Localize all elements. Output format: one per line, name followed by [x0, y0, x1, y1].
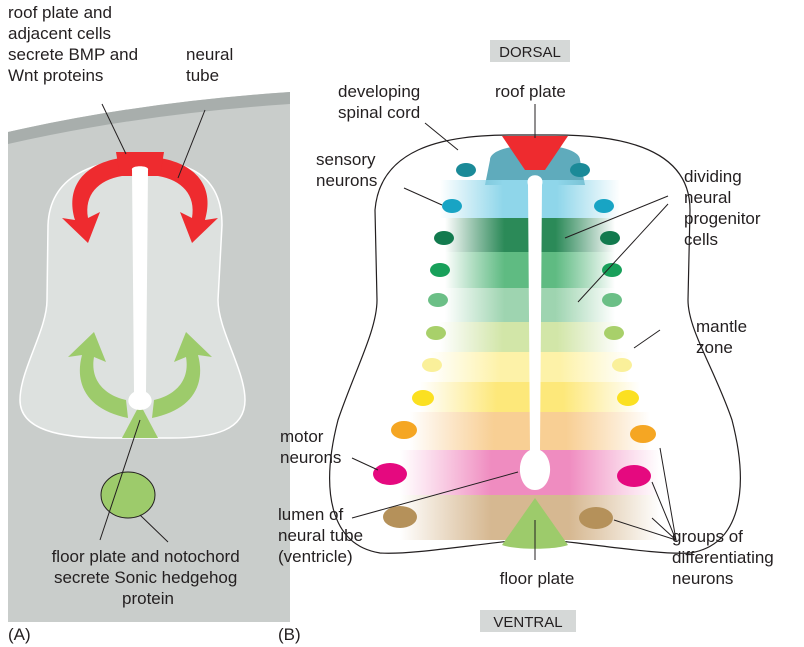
- neural-tube-label: neural tube: [186, 45, 238, 85]
- panel-a-label: (A): [8, 625, 31, 644]
- groups-label: groups of differentiating neurons: [672, 527, 779, 588]
- panel-b-label: (B): [278, 625, 301, 644]
- panel-b: DORSAL VENTRAL: [278, 40, 779, 644]
- dividing-cells-label: dividing neural progenitor cells: [684, 167, 765, 249]
- roof-plate-label: roof plate: [495, 82, 566, 101]
- notochord: [101, 472, 155, 518]
- floor-plate-label: floor plate: [500, 569, 575, 588]
- roof-label: roof plate and adjacent cells secrete BM…: [8, 3, 143, 85]
- dorsal-label: DORSAL: [499, 44, 561, 61]
- developing-spinal-cord-label: developing spinal cord: [338, 82, 425, 122]
- mantle-zone-label: mantle zone: [696, 317, 752, 357]
- panel-a: roof plate and adjacent cells secrete BM…: [8, 3, 290, 644]
- ventral-label: VENTRAL: [493, 614, 562, 631]
- sensory-neurons-label: sensory neurons: [316, 150, 380, 190]
